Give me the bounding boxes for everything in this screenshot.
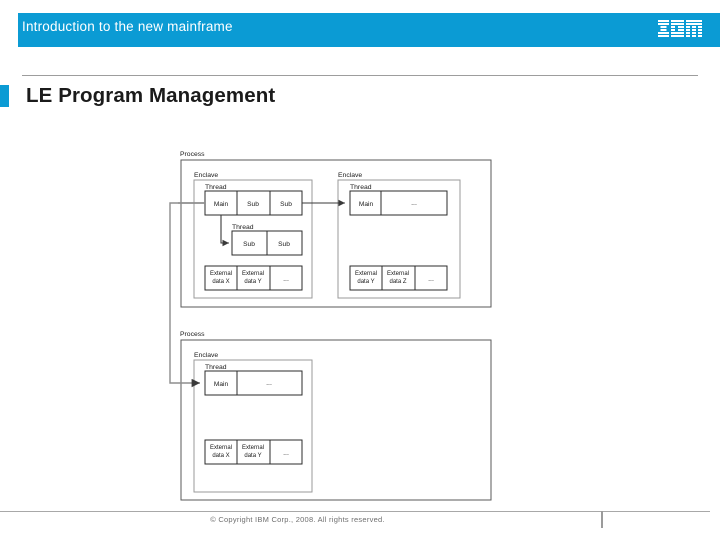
cell-sub: Sub <box>278 241 290 248</box>
cell-external-data: data Y <box>244 279 261 285</box>
thread-label: Thread <box>232 224 254 231</box>
thread-label: Thread <box>205 184 227 191</box>
footer-tick-mark <box>601 511 603 528</box>
ibm-logo-icon <box>658 20 702 38</box>
process-label: Process <box>180 151 205 158</box>
cell-external-data: External <box>210 445 232 451</box>
cell-sub: Sub <box>243 241 255 248</box>
header-bar <box>18 13 720 47</box>
cell-sub: Sub <box>280 201 292 208</box>
copyright-text: © Copyright IBM Corp., 2008. All rights … <box>210 515 385 524</box>
cell-external-data: External <box>210 271 232 277</box>
cell-external-data: data Z <box>389 279 406 285</box>
enclave-label: Enclave <box>194 352 218 359</box>
header-title: Introduction to the new mainframe <box>22 19 233 34</box>
cell-ellipsis: ... <box>428 276 434 283</box>
cell-main: Main <box>214 381 229 388</box>
cell-external-data: data X <box>212 453 229 459</box>
cell-ellipsis: ... <box>411 200 417 207</box>
cell-external-data: External <box>387 271 409 277</box>
cell-main: Main <box>359 201 374 208</box>
thread-label: Thread <box>205 364 227 371</box>
process-label: Process <box>180 331 205 338</box>
cell-external-data: data Y <box>244 453 261 459</box>
cell-sub: Sub <box>247 201 259 208</box>
thread-label: Thread <box>350 184 372 191</box>
cell-ellipsis: ... <box>283 276 289 283</box>
cell-external-data: data X <box>212 279 229 285</box>
cell-external-data: External <box>242 445 264 451</box>
title-divider <box>22 75 698 76</box>
cell-ellipsis: ... <box>283 450 289 457</box>
footer-divider <box>0 511 710 512</box>
cell-main: Main <box>214 201 229 208</box>
enclave-label: Enclave <box>194 172 218 179</box>
cell-ellipsis: ... <box>266 380 272 387</box>
cell-external-data: External <box>355 271 377 277</box>
title-accent-block <box>0 85 9 107</box>
page-title: LE Program Management <box>26 84 276 107</box>
cell-external-data: data Y <box>357 279 374 285</box>
cell-external-data: External <box>242 271 264 277</box>
enclave-label: Enclave <box>338 172 362 179</box>
